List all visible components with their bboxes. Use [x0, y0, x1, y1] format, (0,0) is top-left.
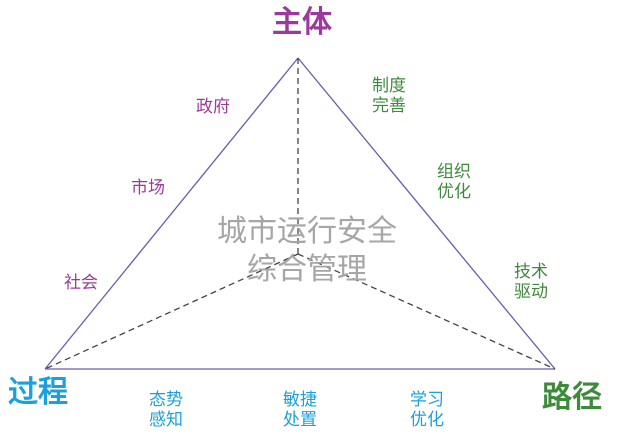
vertex-path-label: 路径 — [542, 380, 602, 415]
bottom-edge-label-response: 敏捷 处置 — [283, 390, 317, 431]
outer-edge-left — [44, 57, 299, 370]
center-title-line1: 城市运行安全 — [217, 214, 397, 249]
inner-dash-left — [44, 253, 299, 370]
bottom-edge-label-learning: 学习 优化 — [410, 390, 444, 431]
right-edge-label-institution: 制度 完善 — [372, 76, 406, 117]
inner-dash-right — [297, 253, 556, 370]
center-title: 城市运行安全 综合管理 — [197, 213, 417, 288]
center-title-line2: 综合管理 — [247, 251, 367, 287]
left-edge-label-government: 政府 — [196, 97, 230, 117]
vertex-process-label: 过程 — [8, 375, 68, 410]
right-edge-label-technology: 技术 驱动 — [514, 262, 548, 303]
vertex-subject-label: 主体 — [272, 5, 332, 40]
right-edge-label-organization: 组织 优化 — [437, 162, 471, 203]
left-edge-label-society: 社会 — [64, 273, 98, 293]
outer-edge-right — [297, 57, 556, 370]
bottom-edge-label-awareness: 态势 感知 — [149, 390, 183, 431]
left-edge-label-market: 市场 — [131, 178, 165, 198]
